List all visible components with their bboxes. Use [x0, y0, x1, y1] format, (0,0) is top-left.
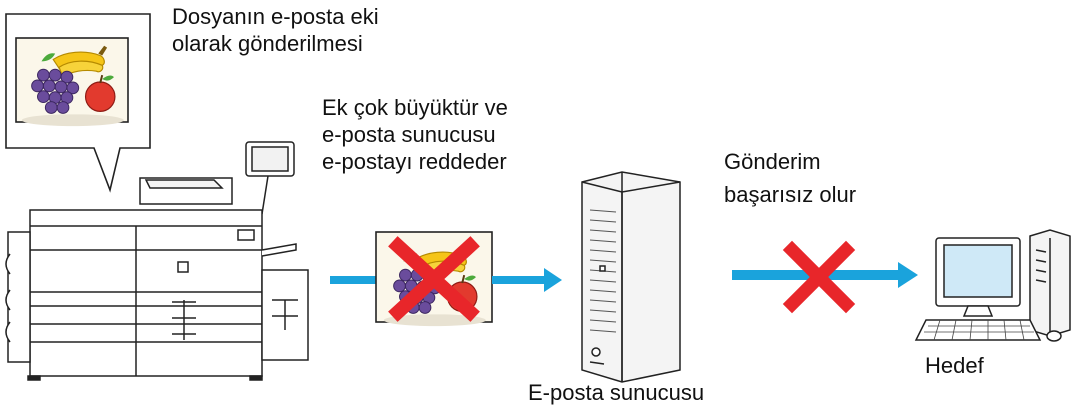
- too-large-label-line3: e-postayı reddeder: [322, 149, 507, 174]
- mfp-printer-icon: [5, 141, 309, 381]
- failure-label-line1: Gönderim: [724, 149, 821, 174]
- attachment-label: Dosyanın e-posta eki olarak gönderilmesi: [172, 3, 379, 57]
- mail-server-label: E-posta sunucusu: [528, 380, 705, 405]
- rejected-attachment: [375, 231, 493, 328]
- server-tower-icon: [581, 171, 681, 383]
- failure-cross-icon: [782, 240, 856, 314]
- destination-label: Hedef: [925, 353, 984, 378]
- send-arrow-1: [330, 276, 376, 284]
- send-arrow-2: [492, 268, 562, 292]
- too-large-label-line1: Ek çok büyüktür ve: [322, 95, 508, 120]
- too-large-label: Ek çok büyüktür ve e-posta sunucusu e-po…: [322, 94, 508, 175]
- failure-label: Gönderim başarısız olur: [724, 148, 856, 208]
- cross-icon: [388, 236, 480, 322]
- too-large-label-line2: e-posta sunucusu: [322, 122, 496, 147]
- attachment-label-line1: Dosyanın e-posta eki: [172, 4, 379, 29]
- attachment-label-line2: olarak gönderilmesi: [172, 31, 363, 56]
- desktop-computer-icon: [914, 229, 1071, 342]
- attachment-speech-bubble: [5, 13, 151, 193]
- failure-label-line2: başarısız olur: [724, 182, 857, 207]
